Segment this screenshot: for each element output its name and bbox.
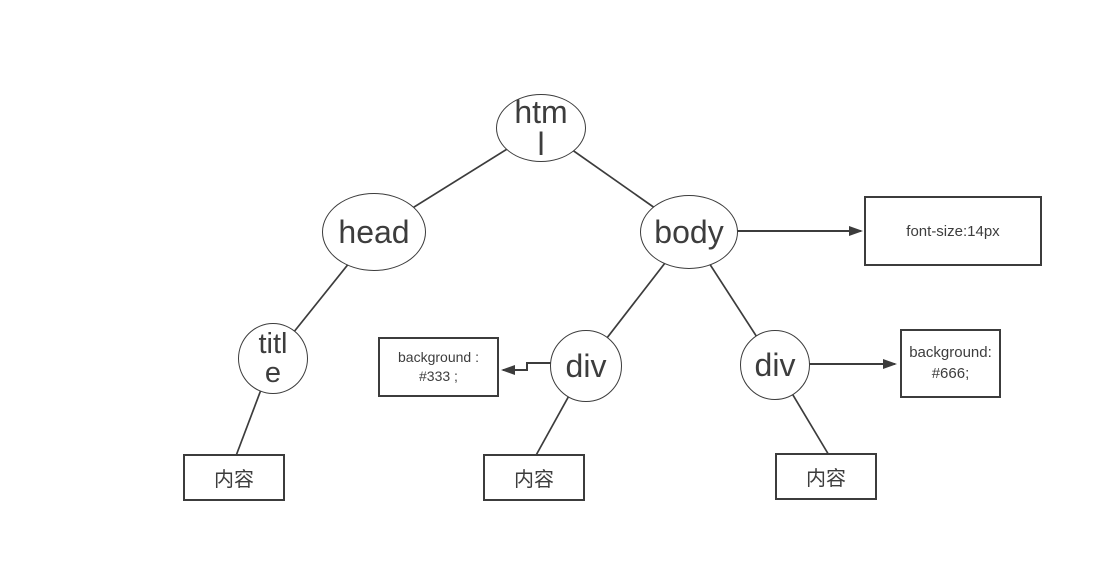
node-html: htm l — [496, 94, 586, 162]
node-div-right: div — [740, 330, 810, 400]
node-div-left: div — [550, 330, 622, 402]
content-box-div-right: 内容 — [775, 453, 877, 500]
content-box-title: 内容 — [183, 454, 285, 501]
node-body: body — [640, 195, 738, 269]
style-note-body: font-size:14px — [864, 196, 1042, 266]
node-title: titl e — [238, 323, 308, 394]
style-note-div-left: background : #333 ; — [378, 337, 499, 397]
style-note-div-right: background: #666; — [900, 329, 1001, 398]
content-box-div-left: 内容 — [483, 454, 585, 501]
node-head: head — [322, 193, 426, 271]
